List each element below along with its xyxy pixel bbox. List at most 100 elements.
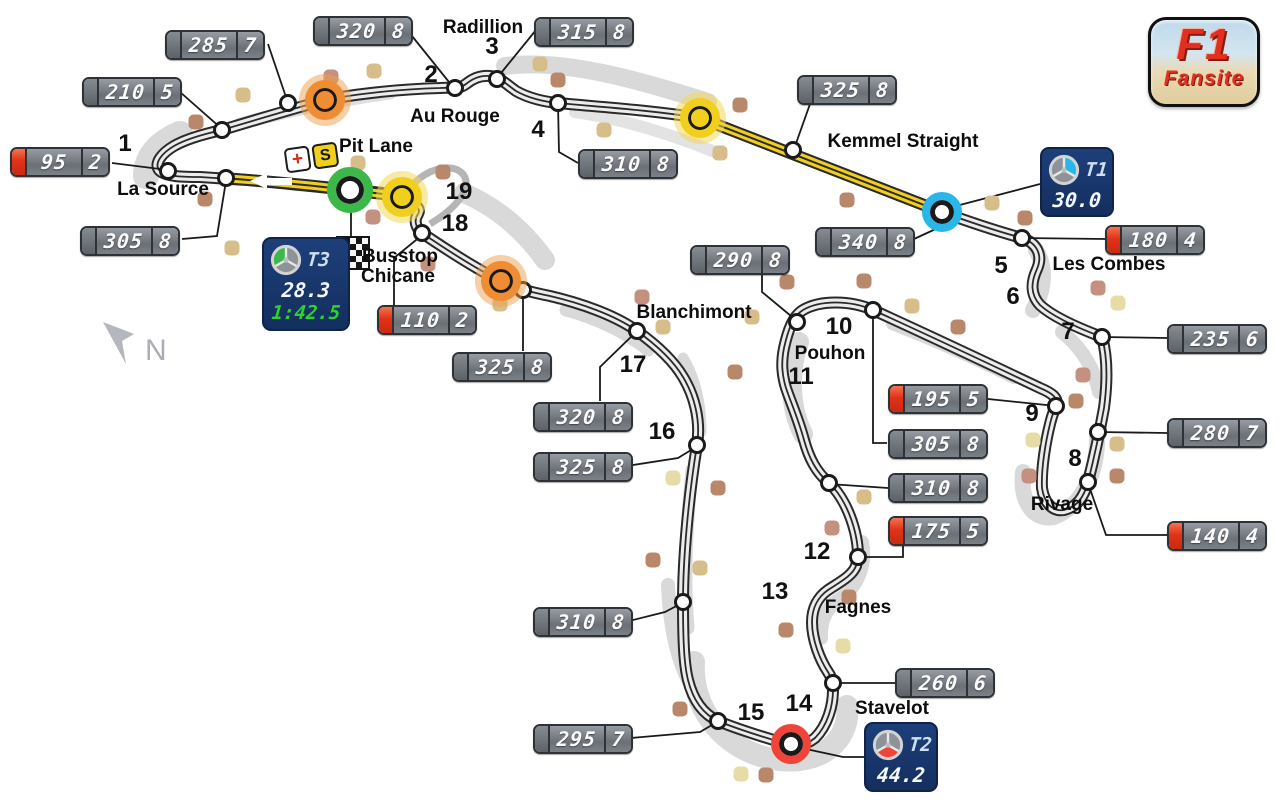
track-point-dot (549, 94, 567, 112)
speed-gear-box: 325 8 (452, 352, 552, 382)
speed-gear-box: 175 5 (888, 516, 988, 546)
drs-detection-2 (481, 261, 521, 301)
track-point-dot (1089, 423, 1107, 441)
corner-number: 17 (619, 351, 647, 378)
steering-wheel-icon (270, 244, 302, 276)
track-point-dot (849, 548, 867, 566)
corner-label: Fagnes (824, 597, 892, 618)
track-point-dot (217, 169, 235, 187)
trackside-marker (420, 256, 436, 272)
steering-wheel-icon (1048, 154, 1080, 186)
braking-strip (1169, 326, 1184, 352)
trackside-marker (758, 767, 774, 783)
corner-number: 8 (1068, 445, 1082, 472)
speed-gear-box: 320 8 (313, 16, 413, 46)
drs-zone-kemmel-marker (680, 98, 720, 138)
corner-number: 10 (825, 313, 853, 340)
track-point-dot (1047, 397, 1065, 415)
trackside-marker (672, 701, 688, 717)
corner-number: 9 (1025, 400, 1039, 427)
trackside-marker (435, 164, 451, 180)
trackside-marker (645, 552, 661, 568)
corner-number: 2 (424, 61, 438, 88)
speed-gear-box: 95 2 (10, 147, 110, 177)
track-point-dot (446, 79, 464, 97)
trackside-marker (550, 72, 566, 88)
trackside-marker (366, 63, 382, 79)
braking-strip (817, 229, 832, 255)
track-point-dot (820, 474, 838, 492)
corner-label: La Source (117, 179, 209, 200)
finish-line-marker (327, 167, 373, 213)
braking-strip (890, 386, 905, 412)
compass-label: N (145, 334, 167, 367)
braking-strip (1169, 523, 1184, 549)
trackside-marker (710, 480, 726, 496)
speed-gear-box: 310 8 (578, 149, 678, 179)
trackside-marker (712, 145, 728, 161)
trackside-marker (778, 622, 794, 638)
speed-gear-box: 140 4 (1167, 521, 1267, 551)
speed-gear-box: 280 7 (1167, 418, 1267, 448)
corner-label: Blanchimont (636, 302, 752, 323)
trackside-marker (235, 87, 251, 103)
north-arrow-icon (103, 322, 134, 364)
braking-strip (692, 247, 707, 273)
speed-gear-box: 290 8 (690, 245, 790, 275)
trackside-marker (224, 240, 240, 256)
corner-label: Rivage (1030, 494, 1094, 515)
trackside-marker (733, 766, 749, 782)
braking-strip (580, 151, 595, 177)
trackside-marker (984, 195, 1000, 211)
trackside-marker (1109, 468, 1125, 484)
speed-gear-box: 285 7 (165, 30, 265, 60)
speed-gear-box: 195 5 (888, 384, 988, 414)
track-point-dot (788, 313, 806, 331)
trackside-marker (744, 309, 760, 325)
speed-gear-box: 310 8 (888, 473, 988, 503)
corner-number: 1 (118, 130, 132, 157)
compass: N (95, 312, 185, 377)
track-point-dot (784, 141, 802, 159)
corner-number: 6 (1006, 283, 1020, 310)
trackside-marker (1021, 468, 1037, 484)
trackside-marker (835, 638, 851, 654)
trackside-marker (856, 273, 872, 289)
corner-number: 16 (648, 418, 676, 445)
braking-strip (536, 19, 551, 45)
braking-strip (454, 354, 469, 380)
drs-detection-1 (305, 80, 345, 120)
speed-gear-box: 325 8 (797, 75, 897, 105)
track-point-dot (159, 162, 177, 180)
speed-gear-box: 305 8 (80, 226, 180, 256)
logo-bottom-text: Fansite (1163, 67, 1245, 90)
corner-label: Kemmel Straight (827, 131, 979, 152)
speed-gear-box: 210 5 (82, 77, 182, 107)
trackside-marker (665, 470, 681, 486)
trackside-marker (904, 298, 920, 314)
braking-strip (315, 18, 330, 44)
braking-strip (535, 609, 550, 635)
trackside-marker (634, 289, 650, 305)
sector-time-box: T3 28.3 1:42.5 (262, 237, 350, 331)
corner-number: 4 (531, 116, 545, 143)
sector1-marker (922, 192, 962, 232)
corner-label: Pouhon (794, 343, 866, 364)
corner-number: 14 (785, 690, 813, 717)
track-point-dot (1093, 328, 1111, 346)
braking-strip (535, 454, 550, 480)
track-point-dot (864, 301, 882, 319)
pit-zone-marker (382, 177, 422, 217)
speed-gear-box: 325 8 (533, 452, 633, 482)
braking-strip (535, 726, 550, 752)
corner-number: 13 (761, 578, 789, 605)
corner-label: Stavelot (855, 698, 929, 719)
corner-label: Radillion (442, 17, 524, 38)
trackside-marker (532, 56, 548, 72)
track-point-dot (1079, 473, 1097, 491)
